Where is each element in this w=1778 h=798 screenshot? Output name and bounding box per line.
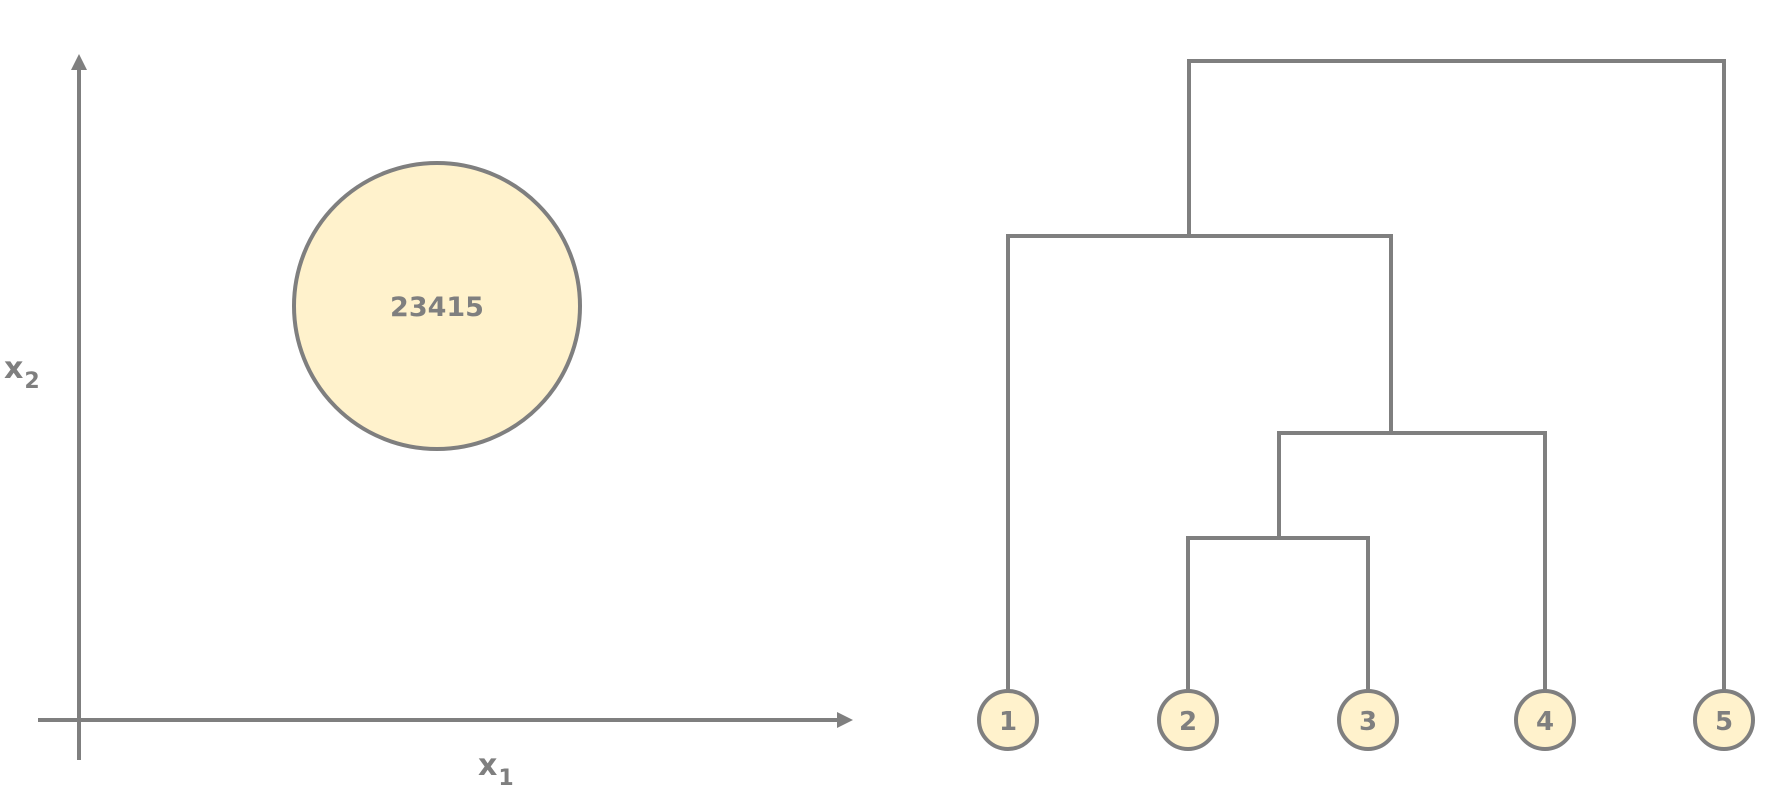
leaf-label: 3: [1359, 707, 1377, 737]
leaf-label: 5: [1715, 707, 1733, 737]
leaf-node: 3: [1337, 689, 1399, 751]
leaf-circle: [1514, 689, 1576, 751]
x-axis-label: x1: [478, 748, 514, 791]
leaf-node: 5: [1693, 689, 1755, 751]
leaf-node: 4: [1514, 689, 1576, 751]
leaf-circle: [977, 689, 1039, 751]
leaf-label: 4: [1536, 707, 1554, 737]
leaf-circle: [1337, 689, 1399, 751]
leaf-circle: [1157, 689, 1219, 751]
leaf-label: 1: [999, 707, 1017, 737]
y-axis-label: x2: [4, 351, 40, 394]
leaf-node: 1: [977, 689, 1039, 751]
leaf-node: 2: [1157, 689, 1219, 751]
cluster-label: 23415: [390, 292, 484, 323]
scatter-panel: x2 x1 23415: [4, 54, 853, 791]
x-axis-subscript: 1: [498, 766, 513, 791]
dendrogram-panel: 1 2 3 4 5: [977, 59, 1755, 751]
merge-23-4: [1277, 431, 1547, 691]
cluster-circle: [292, 161, 582, 451]
merge-2-3: [1186, 536, 1370, 691]
y-axis-subscript: 2: [24, 369, 39, 394]
leaf-circle: [1693, 689, 1755, 751]
leaf-label: 2: [1179, 707, 1197, 737]
merge-1234-5: [1187, 59, 1726, 691]
merge-1-234: [1006, 234, 1393, 691]
